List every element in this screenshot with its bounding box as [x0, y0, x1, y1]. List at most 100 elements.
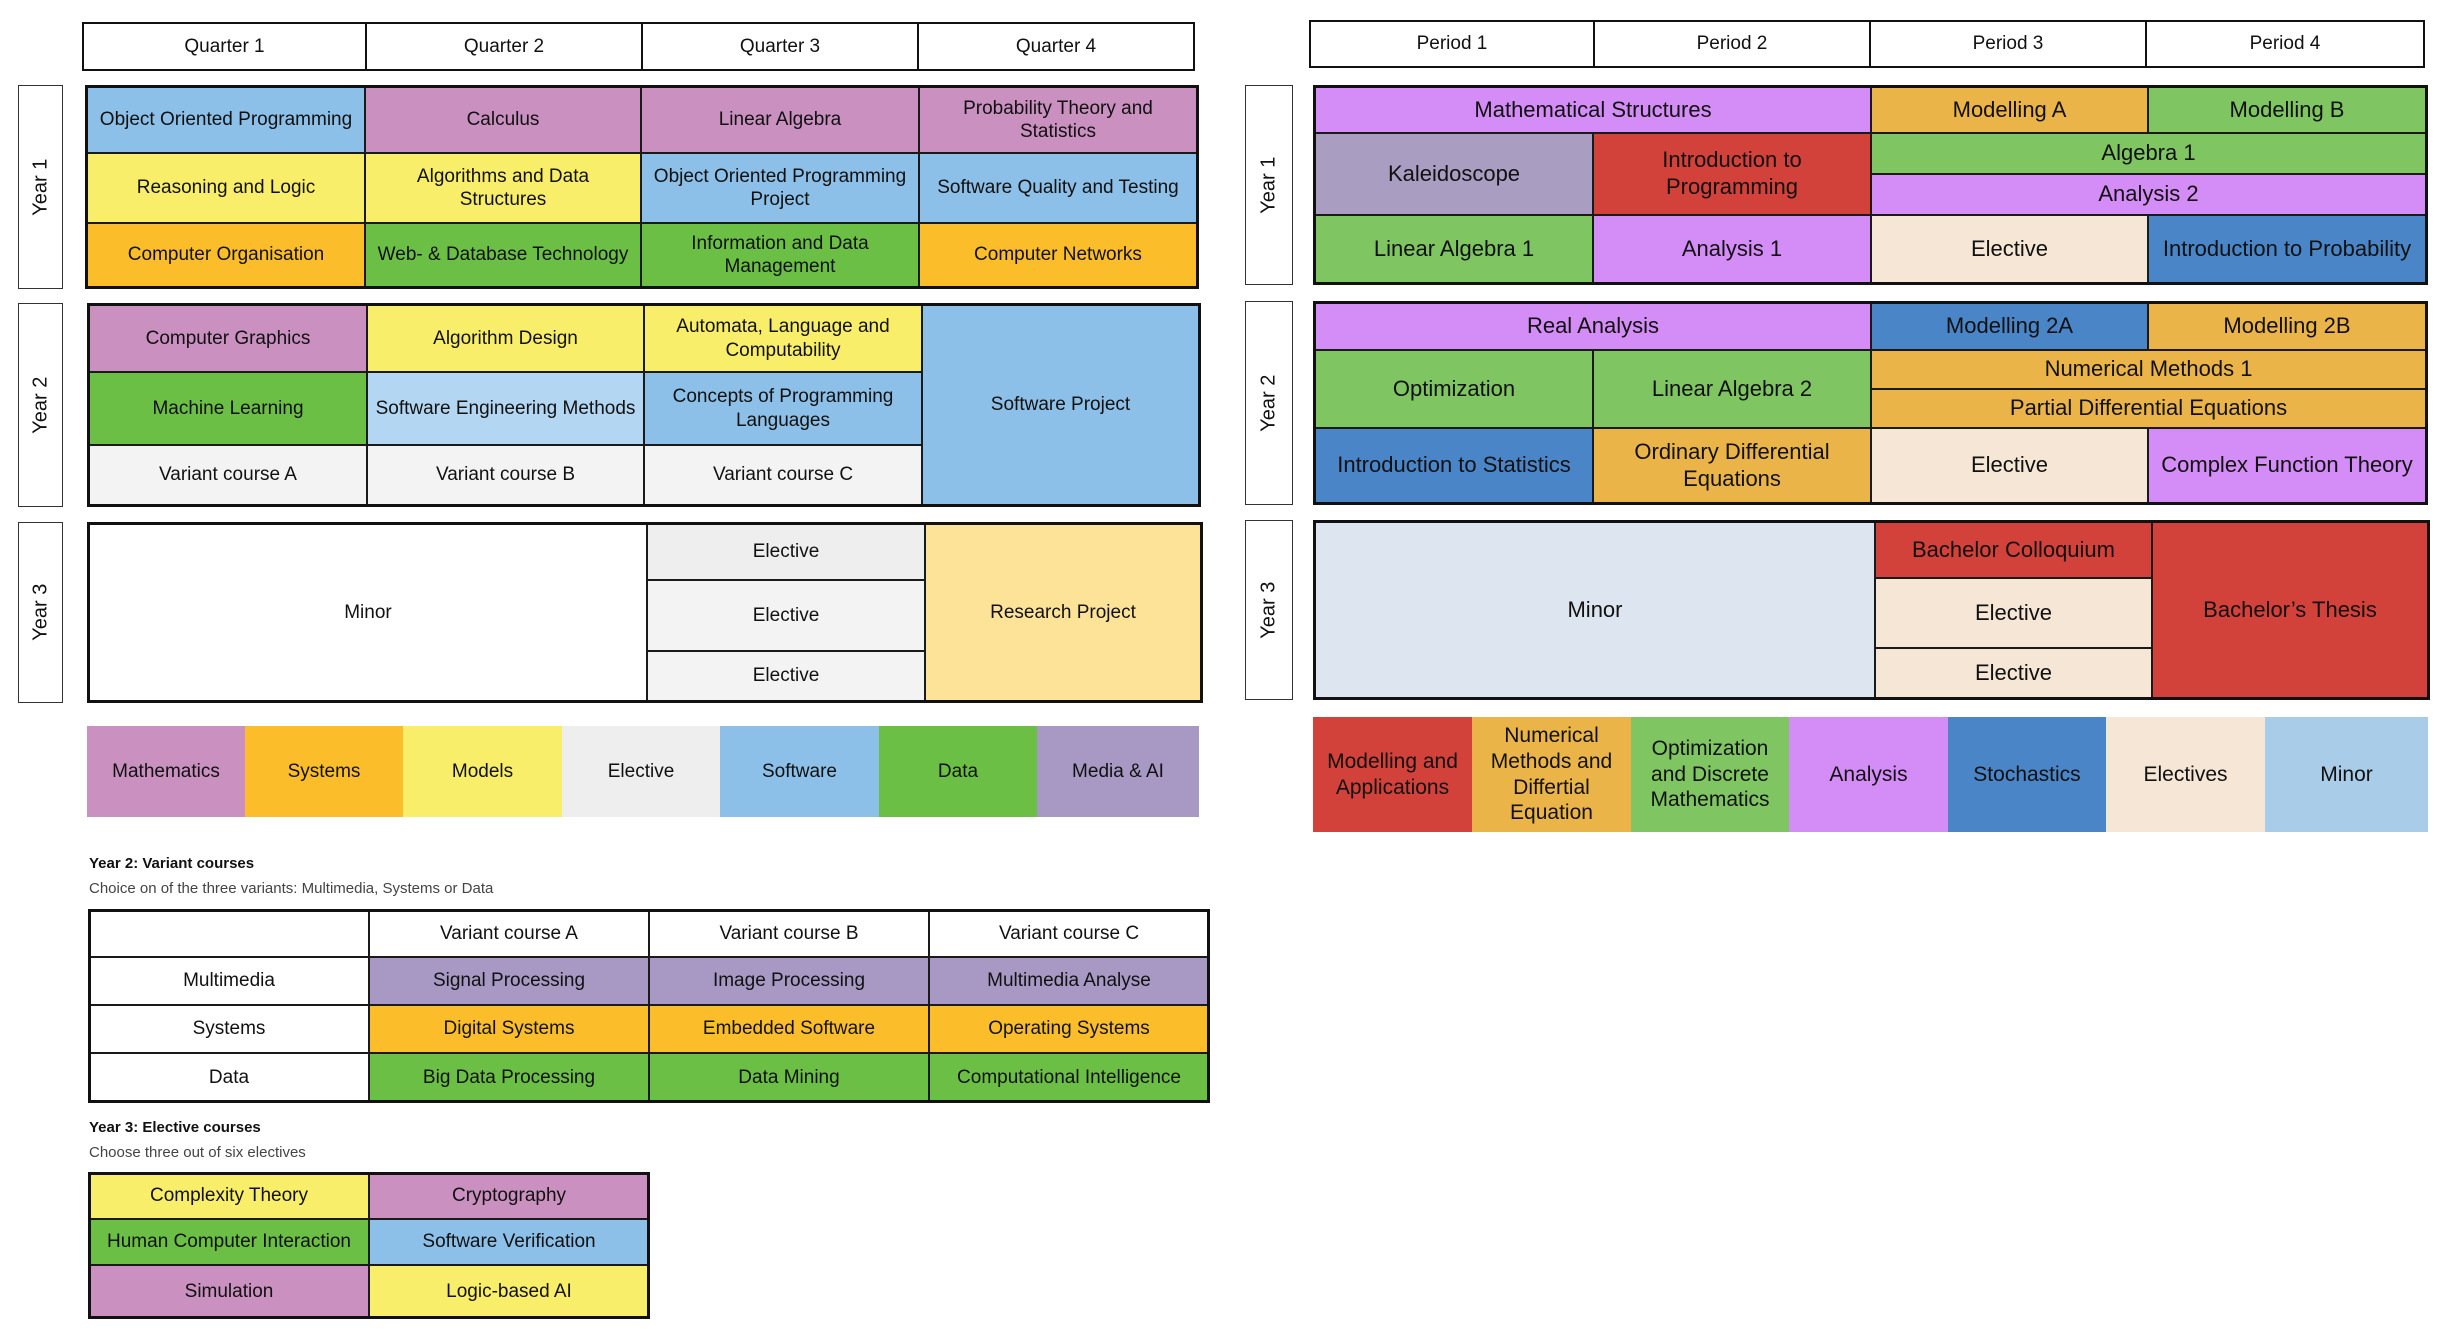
course-elective-1: Elective	[647, 524, 925, 580]
course-intro-probability: Introduction to Probability	[2148, 215, 2426, 283]
elective-software-verification: Software Verification	[369, 1219, 649, 1265]
course-probability-theory: Probability Theory and Statistics	[919, 87, 1197, 153]
variant-signal-processing: Signal Processing	[369, 957, 649, 1005]
course-bachelor-colloquium: Bachelor Colloquium	[1875, 522, 2152, 578]
variants-row-data: Data	[89, 1053, 369, 1102]
course-intro-programming: Introduction to Programming	[1593, 133, 1871, 215]
elective-logic-based-ai: Logic-based AI	[369, 1265, 649, 1318]
course-elective-3: Elective	[647, 651, 925, 701]
course-linear-algebra-2: Linear Algebra 2	[1593, 350, 1871, 428]
course-linear-algebra: Linear Algebra	[641, 87, 919, 153]
course-web-database: Web- & Database Technology	[365, 223, 641, 287]
variant-image-processing: Image Processing	[649, 957, 929, 1005]
elective-hci: Human Computer Interaction	[89, 1219, 369, 1265]
course-software-quality: Software Quality and Testing	[919, 153, 1197, 223]
variant-digital-systems: Digital Systems	[369, 1005, 649, 1053]
legend-models: Models	[403, 726, 562, 817]
legend-stochastics: Stochastics	[1948, 717, 2106, 832]
variants-title: Year 2: Variant courses	[89, 855, 255, 872]
course-computer-organisation: Computer Organisation	[87, 223, 365, 287]
variants-row-multimedia: Multimedia	[89, 957, 369, 1005]
course-software-engineering-methods: Software Engineering Methods	[367, 372, 644, 445]
legend-software: Software	[720, 726, 879, 817]
legend-systems: Systems	[245, 726, 403, 817]
period-3-header: Period 3	[1869, 20, 2147, 68]
course-information-data-management: Information and Data Management	[641, 223, 919, 287]
course-variant-a: Variant course A	[89, 445, 367, 505]
variant-data-mining: Data Mining	[649, 1053, 929, 1102]
course-r-elective-y1: Elective	[1871, 215, 2148, 283]
course-pde: Partial Differential Equations	[1871, 389, 2426, 428]
course-algorithm-design: Algorithm Design	[367, 305, 644, 372]
elective-cryptography: Cryptography	[369, 1173, 649, 1219]
course-mathematical-structures: Mathematical Structures	[1315, 87, 1871, 133]
variant-big-data-processing: Big Data Processing	[369, 1053, 649, 1102]
course-numerical-methods-1: Numerical Methods 1	[1871, 350, 2426, 389]
course-reasoning-and-logic: Reasoning and Logic	[87, 153, 365, 223]
course-linear-algebra-1: Linear Algebra 1	[1315, 215, 1593, 283]
quarter-3-header: Quarter 3	[641, 22, 919, 71]
course-kaleidoscope: Kaleidoscope	[1315, 133, 1593, 215]
variants-subtitle: Choice on of the three variants: Multime…	[89, 880, 494, 897]
legend-mathematics: Mathematics	[87, 726, 245, 817]
course-concepts-programming-languages: Concepts of Programming Languages	[644, 372, 922, 445]
variants-header-c: Variant course C	[929, 910, 1209, 957]
course-oop-project: Object Oriented Programming Project	[641, 153, 919, 223]
course-real-analysis: Real Analysis	[1315, 303, 1871, 350]
course-modelling-2a: Modelling 2A	[1871, 303, 2148, 350]
variants-corner	[89, 910, 369, 957]
course-algebra-1: Algebra 1	[1871, 133, 2426, 174]
electives-title: Year 3: Elective courses	[89, 1119, 261, 1136]
course-elective-2: Elective	[647, 580, 925, 651]
variant-operating-systems: Operating Systems	[929, 1005, 1209, 1053]
legend-electives: Electives	[2106, 717, 2265, 832]
course-computer-networks: Computer Networks	[919, 223, 1197, 287]
legend-media-ai: Media & AI	[1037, 726, 1199, 817]
course-research-project: Research Project	[925, 524, 1201, 701]
legend-minor: Minor	[2265, 717, 2428, 832]
course-analysis-1: Analysis 1	[1593, 215, 1871, 283]
course-calculus: Calculus	[365, 87, 641, 153]
elective-complexity-theory: Complexity Theory	[89, 1173, 369, 1219]
course-analysis-2: Analysis 2	[1871, 174, 2426, 215]
variant-computational-intelligence: Computational Intelligence	[929, 1053, 1209, 1102]
period-1-header: Period 1	[1309, 20, 1595, 68]
course-minor: Minor	[89, 524, 647, 701]
course-variant-c: Variant course C	[644, 445, 922, 505]
variants-row-systems: Systems	[89, 1005, 369, 1053]
course-bachelors-thesis: Bachelor’s Thesis	[2152, 522, 2428, 698]
course-ode: Ordinary Differential Equations	[1593, 428, 1871, 503]
course-algorithms-data-structures: Algorithms and Data Structures	[365, 153, 641, 223]
legend-numerical-methods: Numerical Methods and Differtial Equatio…	[1472, 717, 1631, 832]
variant-multimedia-analyse: Multimedia Analyse	[929, 957, 1209, 1005]
course-modelling-2b: Modelling 2B	[2148, 303, 2426, 350]
electives-subtitle: Choose three out of six electives	[89, 1144, 306, 1161]
variants-header-a: Variant course A	[369, 910, 649, 957]
period-2-header: Period 2	[1593, 20, 1871, 68]
course-machine-learning: Machine Learning	[89, 372, 367, 445]
course-r-elective-y3-1: Elective	[1875, 578, 2152, 648]
legend-analysis: Analysis	[1789, 717, 1948, 832]
period-4-header: Period 4	[2145, 20, 2425, 68]
quarter-1-header: Quarter 1	[82, 22, 367, 71]
course-variant-b: Variant course B	[367, 445, 644, 505]
course-intro-statistics: Introduction to Statistics	[1315, 428, 1593, 503]
legend-data: Data	[879, 726, 1037, 817]
quarter-4-header: Quarter 4	[917, 22, 1195, 71]
legend-modelling-applications: Modelling and Applications	[1313, 717, 1472, 832]
course-r-elective-y2: Elective	[1871, 428, 2148, 503]
variant-embedded-software: Embedded Software	[649, 1005, 929, 1053]
r-year-3-label: Year 3	[1245, 520, 1293, 700]
legend-optimization-discrete: Optimization and Discrete Mathematics	[1631, 717, 1789, 832]
legend-elective: Elective	[562, 726, 720, 817]
course-software-project: Software Project	[922, 305, 1199, 505]
course-modelling-a: Modelling A	[1871, 87, 2148, 133]
variants-header-b: Variant course B	[649, 910, 929, 957]
course-optimization: Optimization	[1315, 350, 1593, 428]
course-object-oriented-programming: Object Oriented Programming	[87, 87, 365, 153]
course-r-minor: Minor	[1315, 522, 1875, 698]
course-modelling-b: Modelling B	[2148, 87, 2426, 133]
year-2-label: Year 2	[18, 303, 63, 507]
year-1-label: Year 1	[18, 85, 63, 289]
